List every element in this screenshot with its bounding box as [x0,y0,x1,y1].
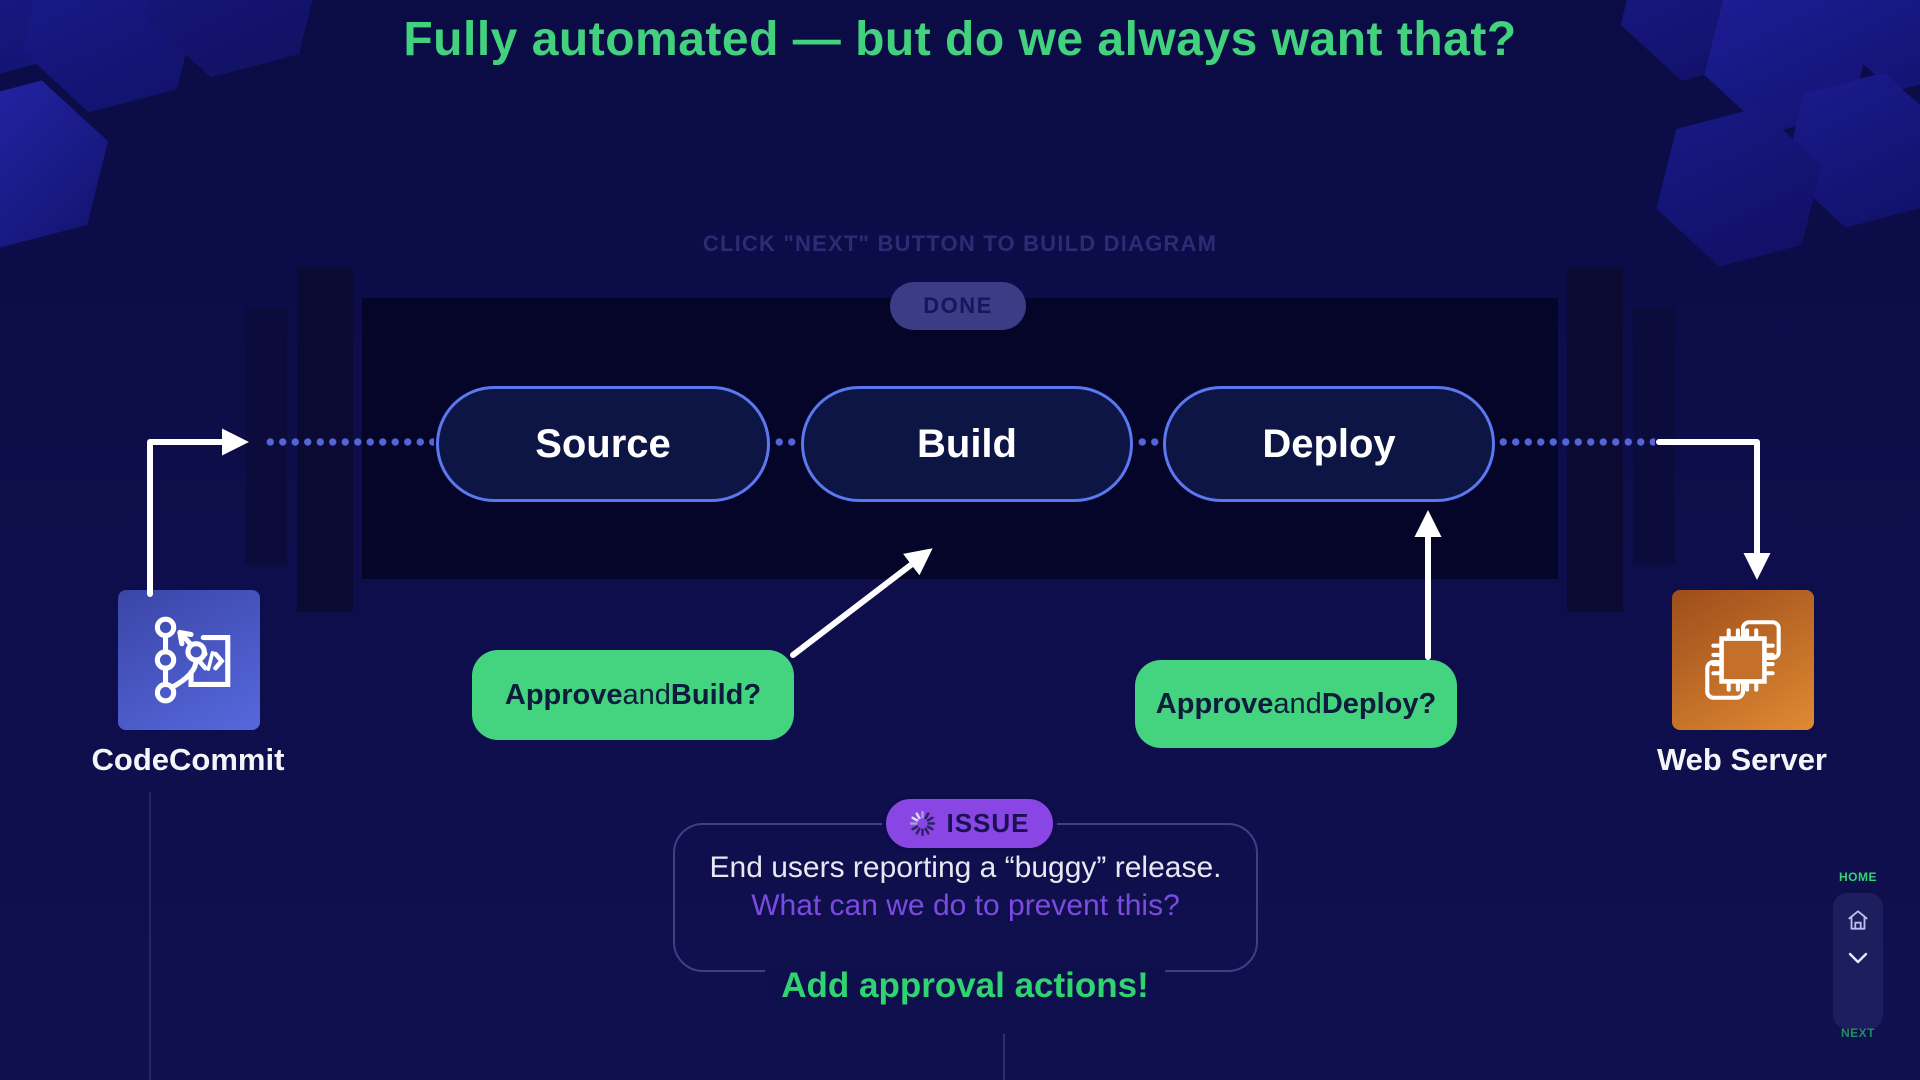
done-button[interactable]: DONE [890,282,1026,330]
guide-line [149,792,151,1080]
issue-line-2: What can we do to prevent this? [751,889,1180,922]
next-button[interactable] [1843,943,1873,973]
issue-badge: ISSUE [882,795,1057,852]
callout-approve-deploy: Approve and Deploy? [1135,660,1457,748]
callout-text: Approve [1155,687,1274,720]
dotted-connector [1136,437,1161,447]
stage-pill-build: Build [801,386,1133,502]
dotted-connector [773,437,799,447]
pipeline-column [245,307,287,565]
callout-approve-build: Approve and Build? [472,650,794,740]
nav-next-label: NEXT [1840,1026,1875,1040]
chevron-down-icon [1848,952,1868,964]
codecommit-label: CodeCommit [91,742,285,777]
approval-cta: Add approval actions! [765,966,1165,1006]
arrow-codecommit-to-pipeline [147,428,249,597]
nav-home-label: HOME [1839,870,1877,884]
slide-title: Fully automated — but do we always want … [403,13,1517,66]
callout-text: Deploy? [1321,687,1437,720]
issue-badge-label: ISSUE [946,808,1030,838]
dotted-connector [1497,437,1655,447]
stage-pill-deploy: Deploy [1163,386,1495,502]
dotted-connector [264,437,434,447]
spinner-icon [910,810,936,837]
webserver-node [1672,590,1814,730]
codecommit-node [118,590,260,730]
build-diagram-hint: CLICK "NEXT" BUTTON TO BUILD DIAGRAM [702,231,1218,256]
callout-text: Build? [670,678,762,711]
nav-panel [1833,893,1883,1029]
pipeline-column [1633,307,1675,565]
home-icon [1848,910,1868,930]
server-chip-icon [1705,620,1781,700]
guide-line [1003,1034,1005,1080]
callout-text: Approve [504,678,623,711]
home-button[interactable] [1843,905,1873,935]
stage-pill-source: Source [436,386,770,502]
codecommit-icon [154,616,231,704]
webserver-label: Web Server [1656,742,1827,777]
callout-text: and [1273,687,1322,720]
issue-line-1: End users reporting a “buggy” release. [709,851,1222,884]
callout-text: and [622,678,671,711]
